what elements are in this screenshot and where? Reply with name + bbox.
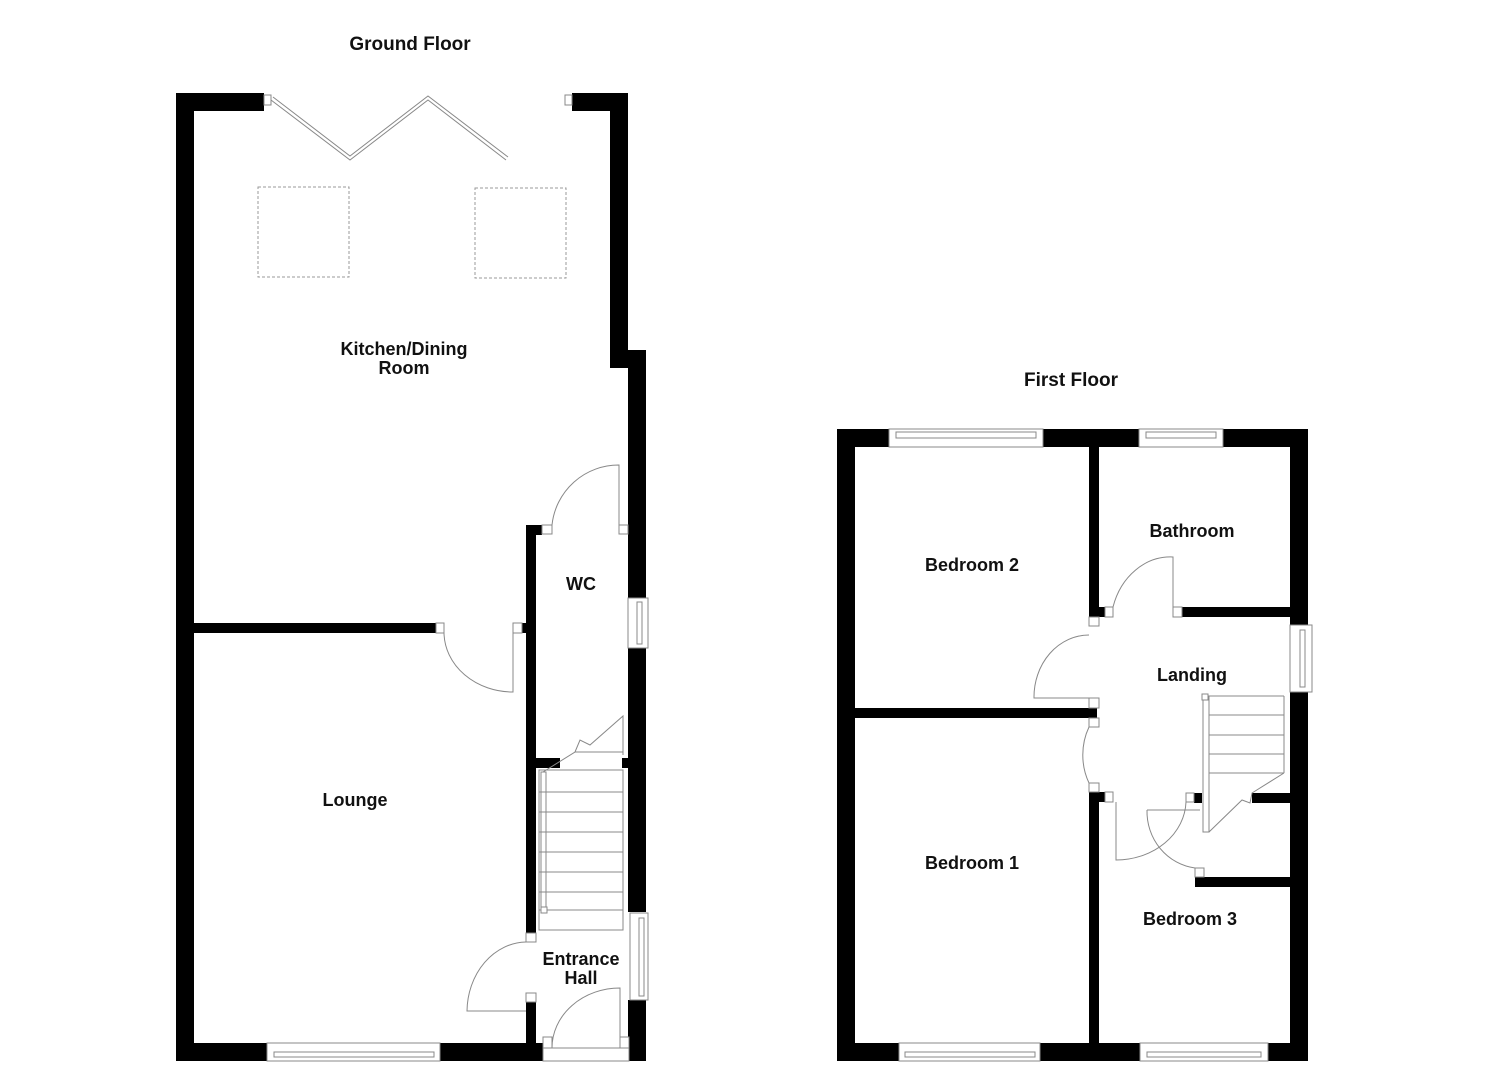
wall <box>1043 429 1139 447</box>
door-jamb <box>525 932 537 943</box>
skylight-icon <box>257 186 350 278</box>
wall <box>526 525 542 535</box>
wall <box>176 1043 267 1061</box>
door-jamb <box>435 622 445 634</box>
room-label-lounge: Lounge <box>322 790 388 810</box>
wall <box>1089 792 1099 1043</box>
room-label-bedroom-3: Bedroom 3 <box>1142 909 1238 929</box>
wall <box>1089 792 1105 802</box>
door-swing-icon <box>1146 809 1196 869</box>
wall <box>1089 447 1099 617</box>
wall <box>837 1043 899 1061</box>
wall <box>1223 429 1308 447</box>
wall <box>536 758 560 768</box>
door-swing-icon <box>443 632 514 693</box>
room-label-bathroom: Bathroom <box>1149 521 1235 541</box>
wall <box>837 429 855 1061</box>
door-swing-icon <box>551 987 621 1049</box>
door-jamb <box>1104 791 1114 803</box>
door-jamb <box>1088 717 1100 728</box>
door-jamb <box>263 94 272 106</box>
room-label-entrance-hall: Entrance Hall <box>542 949 620 988</box>
wall <box>176 93 194 1061</box>
wall <box>1195 877 1290 887</box>
front-door-threshold <box>542 1047 630 1062</box>
room-label-bedroom-2: Bedroom 2 <box>924 555 1020 575</box>
wall <box>1290 429 1308 625</box>
bifold-door-icon <box>270 99 507 161</box>
skylight-icon <box>474 187 567 279</box>
wall <box>622 758 630 768</box>
door-jamb <box>618 524 629 535</box>
wall <box>1194 793 1202 803</box>
wall <box>628 648 646 912</box>
ground-floor-plan <box>176 93 649 1062</box>
wall <box>194 623 436 633</box>
wall <box>1089 607 1105 617</box>
wall <box>526 525 536 933</box>
wall <box>440 1043 543 1061</box>
wall <box>855 708 1097 718</box>
room-label-kitchen-dining: Kitchen/Dining Room <box>340 339 468 378</box>
door-jamb <box>1104 606 1114 618</box>
wall <box>1182 607 1290 617</box>
wall <box>628 350 646 598</box>
door-jamb <box>525 992 537 1003</box>
door-swing-icon <box>1033 634 1090 699</box>
door-swing-icon <box>466 941 527 1012</box>
wall <box>628 1000 646 1061</box>
door-swing-icon <box>551 464 620 526</box>
room-label-landing: Landing <box>1157 665 1227 685</box>
ground-floor-title: Ground Floor <box>349 34 471 55</box>
door-swing-icon <box>1082 726 1090 784</box>
first-floor-plan <box>837 428 1313 1062</box>
door-jamb <box>1172 606 1183 618</box>
door-jamb <box>1088 697 1100 709</box>
room-label-wc: WC <box>566 574 596 594</box>
wall <box>1040 1043 1140 1061</box>
door-jamb <box>512 622 523 634</box>
wall <box>176 93 264 111</box>
first-floor-title: First Floor <box>1024 370 1118 391</box>
door-jamb <box>1088 616 1100 627</box>
staircase-icon <box>1201 693 1285 833</box>
door-jamb <box>1088 782 1100 793</box>
staircase-icon <box>538 714 624 931</box>
door-swing-icon <box>1112 556 1174 608</box>
door-swing-icon <box>1115 801 1187 861</box>
wall <box>1252 793 1290 803</box>
wall <box>610 93 628 368</box>
room-label-bedroom-1: Bedroom 1 <box>924 853 1020 873</box>
door-jamb <box>564 94 573 106</box>
wall <box>837 429 889 447</box>
wall <box>1268 1043 1308 1061</box>
wall <box>1290 692 1308 1061</box>
wall <box>526 1002 536 1061</box>
door-jamb <box>541 524 553 535</box>
